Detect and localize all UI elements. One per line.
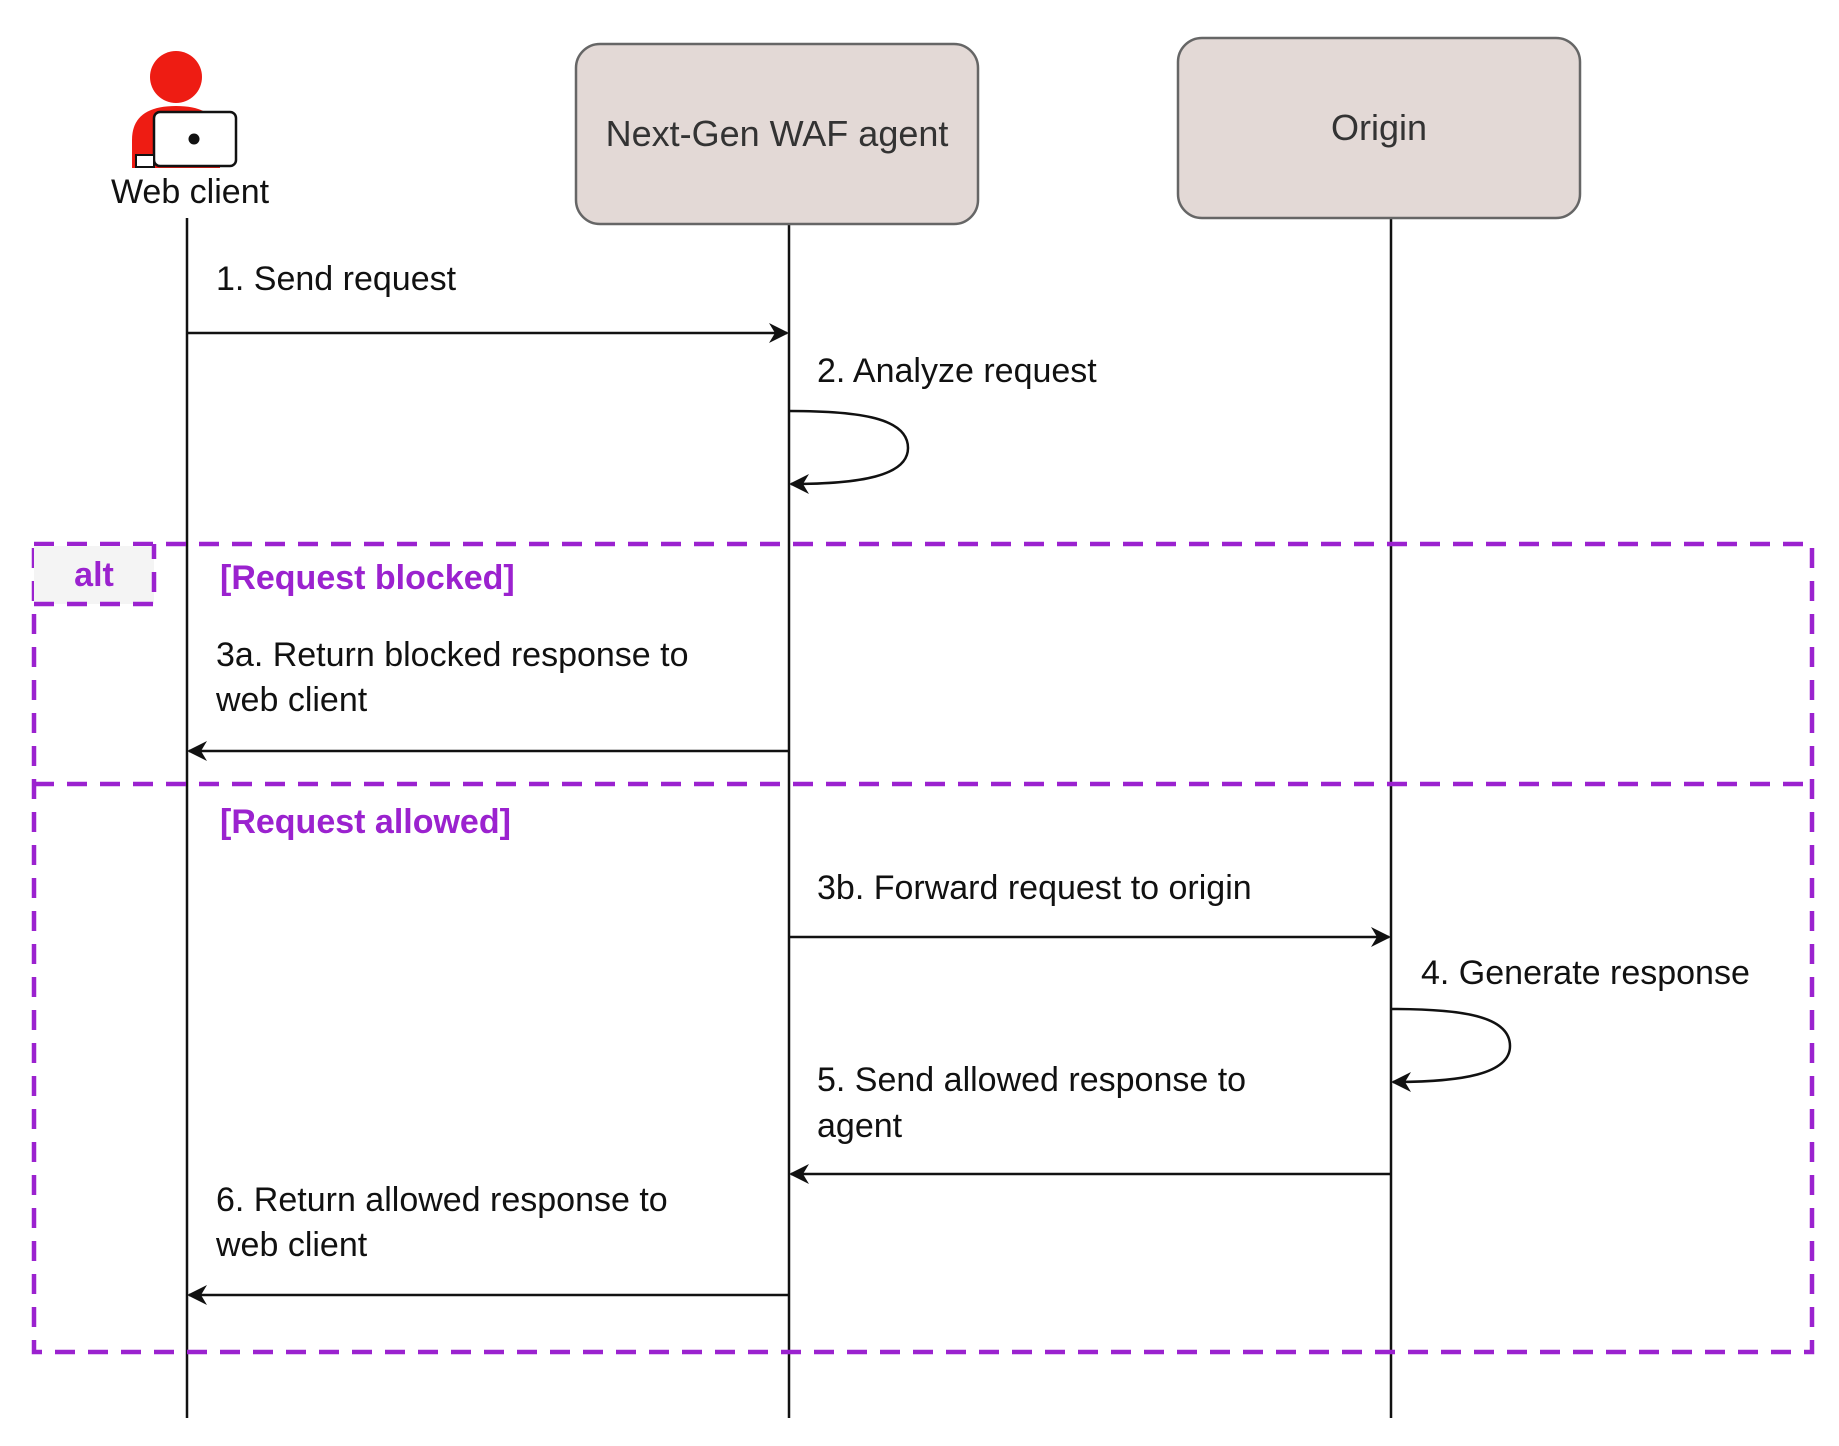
participant-waf-agent-label: Next-Gen WAF agent	[606, 113, 949, 154]
message-2-label: 2. Analyze request	[817, 352, 1097, 390]
participant-web-client-label: Web client	[111, 173, 270, 211]
participant-origin-box	[1176, 36, 1582, 220]
message-4-self-arrow	[1390, 1007, 1512, 1092]
alt-tag-label: alt	[74, 556, 114, 594]
alt-fragment-frame	[31, 541, 1815, 1355]
alt-tag-box	[34, 546, 154, 604]
user-with-laptop-icon	[132, 51, 238, 168]
guard-request-blocked: [Request blocked]	[220, 559, 515, 597]
message-1-label: 1. Send request	[216, 260, 457, 298]
message-5-label: 5. Send allowed response to agent	[817, 1061, 1256, 1145]
message-2-self-arrow	[788, 409, 910, 494]
participant-waf-agent-box	[574, 42, 980, 226]
alt-tag-border	[34, 544, 157, 607]
message-3a-label: 3a. Return blocked response to web clien…	[215, 636, 698, 719]
message-6-label: 6. Return allowed response to web client	[215, 1181, 677, 1264]
participant-origin-label: Origin	[1331, 107, 1427, 148]
message-4-label: 4. Generate response	[1421, 954, 1750, 992]
message-3b-label: 3b. Forward request to origin	[817, 869, 1252, 907]
guard-request-allowed: [Request allowed]	[220, 803, 511, 841]
